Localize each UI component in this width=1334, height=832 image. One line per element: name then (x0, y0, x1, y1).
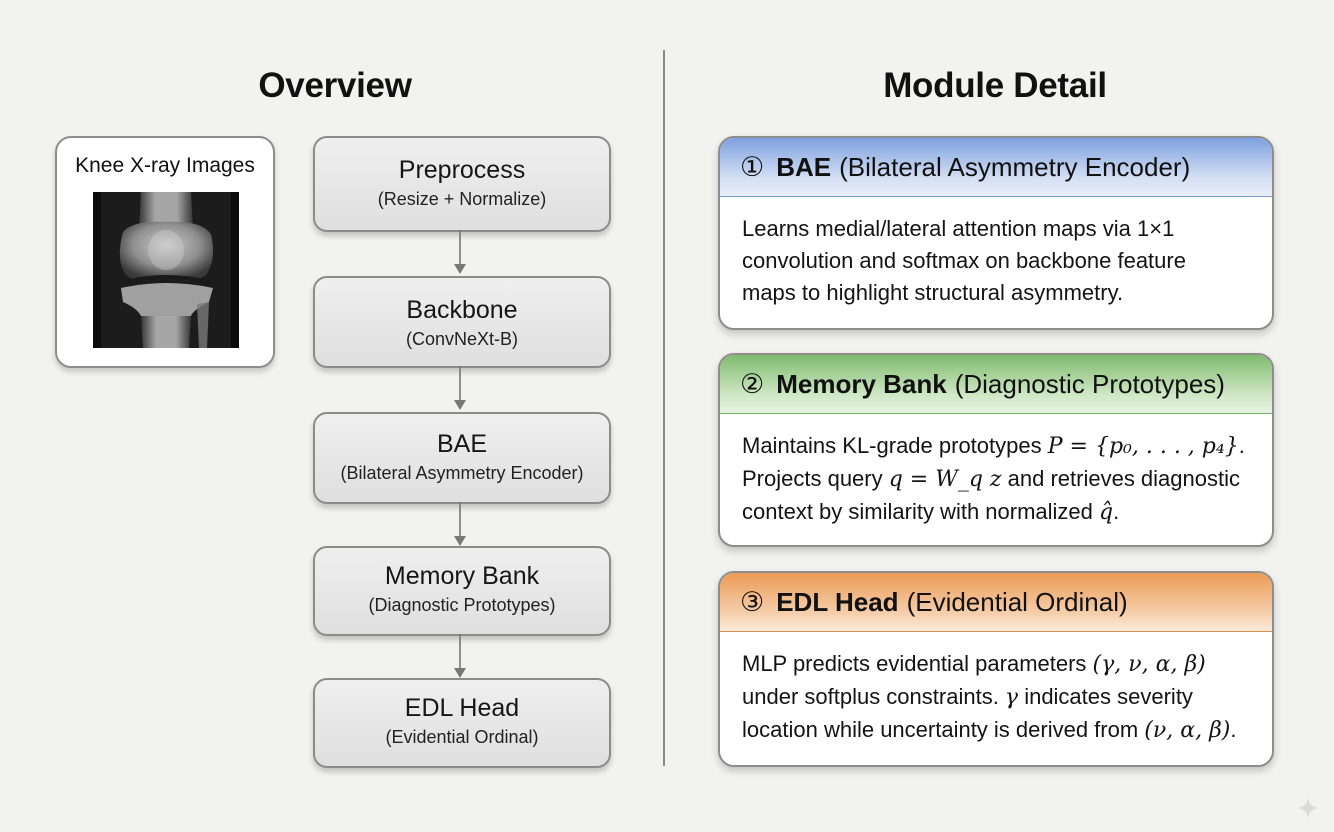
module-header: ② Memory Bank (Diagnostic Prototypes) (720, 355, 1272, 414)
stage-subtitle: (Diagnostic Prototypes) (368, 595, 556, 615)
input-image-label: Knee X-ray Images (75, 154, 255, 177)
module-name: Memory Bank (776, 368, 947, 399)
line-text: and retrieves diagnostic (1001, 466, 1240, 491)
description-line: location while uncertainty is derived fr… (742, 714, 1258, 747)
input-image-card: Knee X-ray Images (55, 136, 275, 368)
knee-xray-image (93, 192, 239, 348)
stage-title: BAE (436, 430, 488, 458)
module-qualifier: (Bilateral Asymmetry Encoder) (839, 151, 1191, 182)
line-text: location while uncertainty is derived fr… (742, 717, 1145, 742)
arrow-down-icon (454, 634, 466, 678)
module-card-bae: ① BAE (Bilateral Asymmetry Encoder) Lear… (718, 136, 1274, 330)
math-expression: (ν, α, β) (1144, 718, 1231, 743)
line-text: Projects query (742, 466, 889, 491)
stage-edl-head: EDL Head (Evidential Ordinal) (313, 678, 611, 768)
module-header: ① BAE (Bilateral Asymmetry Encoder) (720, 138, 1272, 197)
description-line: under softplus constraints. γ indicates … (742, 681, 1258, 714)
stage-subtitle: (Resize + Normalize) (377, 189, 547, 209)
description-line: convolution and softmax on backbone feat… (742, 248, 1186, 273)
module-detail-title: Module Detail (883, 66, 1107, 105)
section-divider (663, 50, 665, 766)
stage-subtitle: (ConvNeXt-B) (405, 329, 519, 349)
math-expression: q = W_q z (888, 467, 1002, 492)
stage-memory-bank: Memory Bank (Diagnostic Prototypes) (313, 546, 611, 636)
module-name: BAE (776, 151, 832, 182)
stage-backbone: Backbone (ConvNeXt-B) (313, 276, 611, 368)
description-line: context by similarity with normalized q̂… (742, 496, 1258, 529)
line-text: . (1230, 717, 1237, 742)
line-text: context by similarity with normalized (742, 499, 1100, 524)
math-expression: q̂ (1099, 500, 1114, 525)
module-number: ③ (740, 586, 765, 617)
module-description: Learns medial/lateral attention maps via… (720, 197, 1272, 309)
stage-title: EDL Head (404, 694, 520, 722)
module-card-memory-bank: ② Memory Bank (Diagnostic Prototypes) Ma… (718, 353, 1274, 547)
math-expression: (γ, ν, α, β) (1092, 652, 1206, 677)
math-expression: γ (1004, 685, 1019, 710)
module-description: MLP predicts evidential parameters (γ, ν… (720, 632, 1272, 747)
description-line: maps to highlight structural asymmetry. (742, 280, 1124, 305)
description-line: Maintains KL-grade prototypes P = {p₀, .… (742, 430, 1258, 463)
sparkle-icon (1297, 797, 1319, 819)
line-text: MLP predicts evidential parameters (742, 651, 1093, 676)
stage-title: Memory Bank (384, 562, 540, 590)
stage-bae: BAE (Bilateral Asymmetry Encoder) (313, 412, 611, 504)
stage-subtitle: (Evidential Ordinal) (385, 727, 539, 747)
module-description: Maintains KL-grade prototypes P = {p₀, .… (720, 414, 1272, 529)
module-qualifier: (Evidential Ordinal) (906, 586, 1128, 617)
arrow-down-icon (454, 366, 466, 410)
math-expression: P = {p₀, . . . , p₄} (1047, 434, 1239, 459)
description-line: Projects query q = W_q z and retrieves d… (742, 463, 1258, 496)
stage-subtitle: (Bilateral Asymmetry Encoder) (340, 463, 584, 483)
module-name: EDL Head (776, 586, 899, 617)
stage-title: Backbone (406, 296, 518, 324)
module-qualifier: (Diagnostic Prototypes) (954, 368, 1225, 399)
arrow-down-icon (454, 502, 466, 546)
description-line: MLP predicts evidential parameters (γ, ν… (742, 648, 1258, 681)
overview-title: Overview (258, 66, 412, 105)
module-header: ③ EDL Head (Evidential Ordinal) (720, 573, 1272, 632)
line-text: under softplus constraints. (742, 684, 1005, 709)
module-number: ② (740, 368, 765, 399)
line-text: . (1113, 499, 1120, 524)
arrow-down-icon (454, 230, 466, 274)
stage-title: Preprocess (398, 156, 526, 184)
module-number: ① (740, 151, 765, 182)
stage-preprocess: Preprocess (Resize + Normalize) (313, 136, 611, 232)
description-line: Learns medial/lateral attention maps via… (742, 216, 1175, 241)
line-text: Maintains KL-grade prototypes (742, 433, 1048, 458)
module-card-edl-head: ③ EDL Head (Evidential Ordinal) MLP pred… (718, 571, 1274, 767)
line-text: indicates severity (1018, 684, 1193, 709)
line-text: . (1238, 433, 1245, 458)
